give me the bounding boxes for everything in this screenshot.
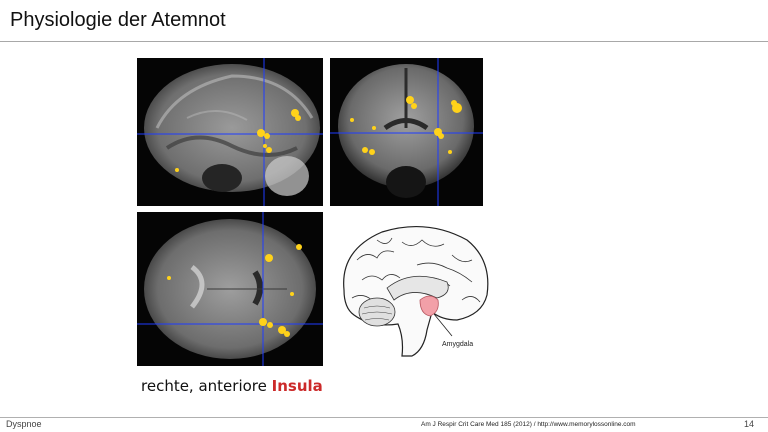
mri-coronal-image bbox=[330, 58, 483, 206]
footer-topic: Dyspnoe bbox=[6, 419, 42, 429]
amygdala-label: Amygdala bbox=[442, 341, 473, 348]
amygdala-highlight bbox=[419, 295, 439, 317]
page-number: 14 bbox=[743, 419, 754, 429]
brain-amygdala-illustration: Amygdala bbox=[332, 220, 494, 360]
slide-caption: rechte, anteriore Insula bbox=[141, 377, 323, 395]
slide-title: Physiologie der Atemnot bbox=[10, 9, 226, 31]
caption-text: rechte, anteriore bbox=[141, 377, 272, 395]
footer-source: Am J Respir Crit Care Med 185 (2012) / h… bbox=[421, 421, 636, 428]
mri-sagittal-image bbox=[137, 58, 323, 206]
footer-divider bbox=[0, 417, 768, 418]
caption-highlight: Insula bbox=[271, 377, 323, 395]
mri-axial-image bbox=[137, 212, 323, 366]
title-divider bbox=[0, 41, 768, 42]
